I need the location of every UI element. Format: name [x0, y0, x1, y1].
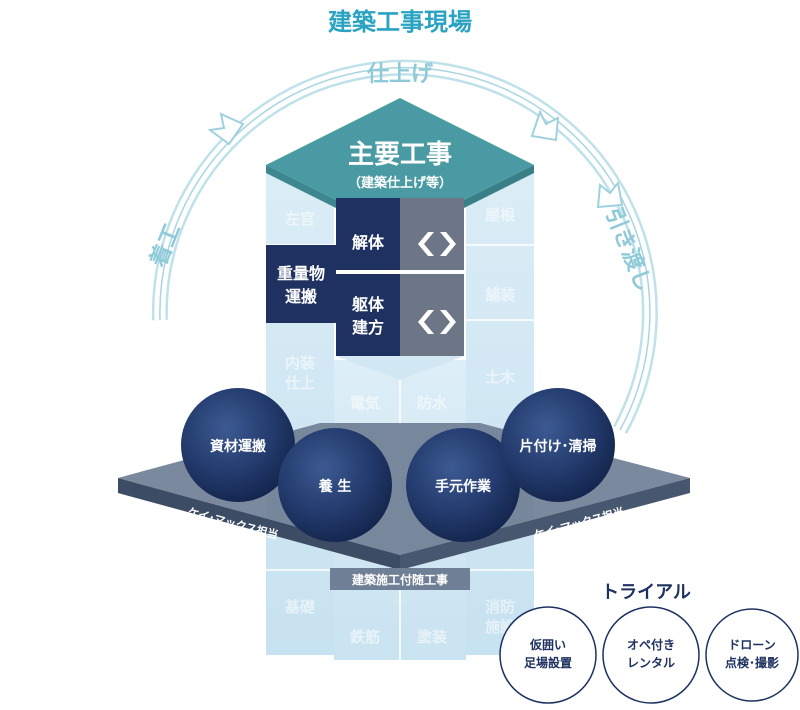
ghost-label-kiso: 基礎	[284, 598, 316, 616]
main-work-subtitle: （建築仕上げ等）	[348, 175, 452, 191]
page-title: 建築工事現場	[328, 8, 472, 36]
ghost-label-denki: 電気	[350, 394, 380, 412]
sphere-assistant-work	[406, 428, 520, 542]
arc-arrow-icon	[530, 109, 560, 142]
core-label-frame-1: 躯体	[351, 295, 385, 314]
ghost-label-okujou: 屋根	[485, 206, 515, 224]
ghost-label-hosou: 舗装	[484, 286, 516, 304]
arc-arrow-icon	[207, 112, 245, 146]
trial-label-scaffold-1: 仮囲い	[529, 637, 566, 652]
core-label-heavy-1: 重量物	[277, 264, 325, 283]
sphere-label-material-transport: 資材運搬	[210, 438, 266, 455]
trial-heading: トライアル	[601, 582, 691, 603]
trial-label-rental-2: レンタル	[627, 656, 675, 670]
sphere-cleanup	[501, 388, 615, 502]
trial-label-drone-2: 点検･撮影	[725, 655, 779, 670]
trial-item-rental	[602, 606, 700, 704]
ghost-label-shoubou-1: 消防	[485, 598, 515, 616]
trial-label-rental-1: オペ付き	[627, 637, 675, 652]
ghost-label-tekkin: 鉄筋	[350, 628, 380, 646]
core-label-frame-2: 建方	[352, 318, 384, 337]
ghost-label-naisou-2: 仕上	[284, 374, 315, 392]
core-block-heavy	[266, 245, 336, 323]
cycle-label-top: 仕上げ	[366, 62, 434, 87]
trial-item-scaffold	[499, 606, 597, 704]
trial-label-drone-1: ドローン	[728, 638, 775, 652]
ghost-label-sakan: 左官	[284, 210, 315, 228]
ghost-label-bousui: 防水	[417, 394, 448, 412]
ghost-label-naisou-1: 内装	[285, 354, 316, 372]
trial-item-drone	[705, 608, 799, 702]
core-block-frame	[336, 274, 464, 380]
arc-arrow-icon	[596, 180, 624, 209]
main-work-title: 主要工事	[348, 140, 452, 170]
chevron-icon	[418, 310, 456, 334]
sphere-label-assistant-work: 手元作業	[435, 478, 492, 495]
sphere-label-curing: 養 生	[318, 478, 352, 495]
cycle-arc	[151, 59, 658, 434]
sphere-material-transport	[181, 388, 295, 502]
ghost-label-tosou: 塗装	[417, 628, 448, 646]
cycle-label-left: 着工	[145, 220, 186, 271]
core-label-demolition: 解体	[352, 233, 385, 252]
ghost-label-doboku: 土木	[485, 368, 516, 386]
platform-label-center: 建築施工付随工事	[351, 572, 448, 587]
core-label-heavy-2: 運搬	[285, 287, 317, 306]
sphere-curing	[278, 428, 392, 542]
sphere-label-cleanup: 片付け･清掃	[520, 438, 597, 455]
chevron-icon	[418, 232, 456, 256]
trial-label-scaffold-2: 足場設置	[524, 655, 572, 670]
